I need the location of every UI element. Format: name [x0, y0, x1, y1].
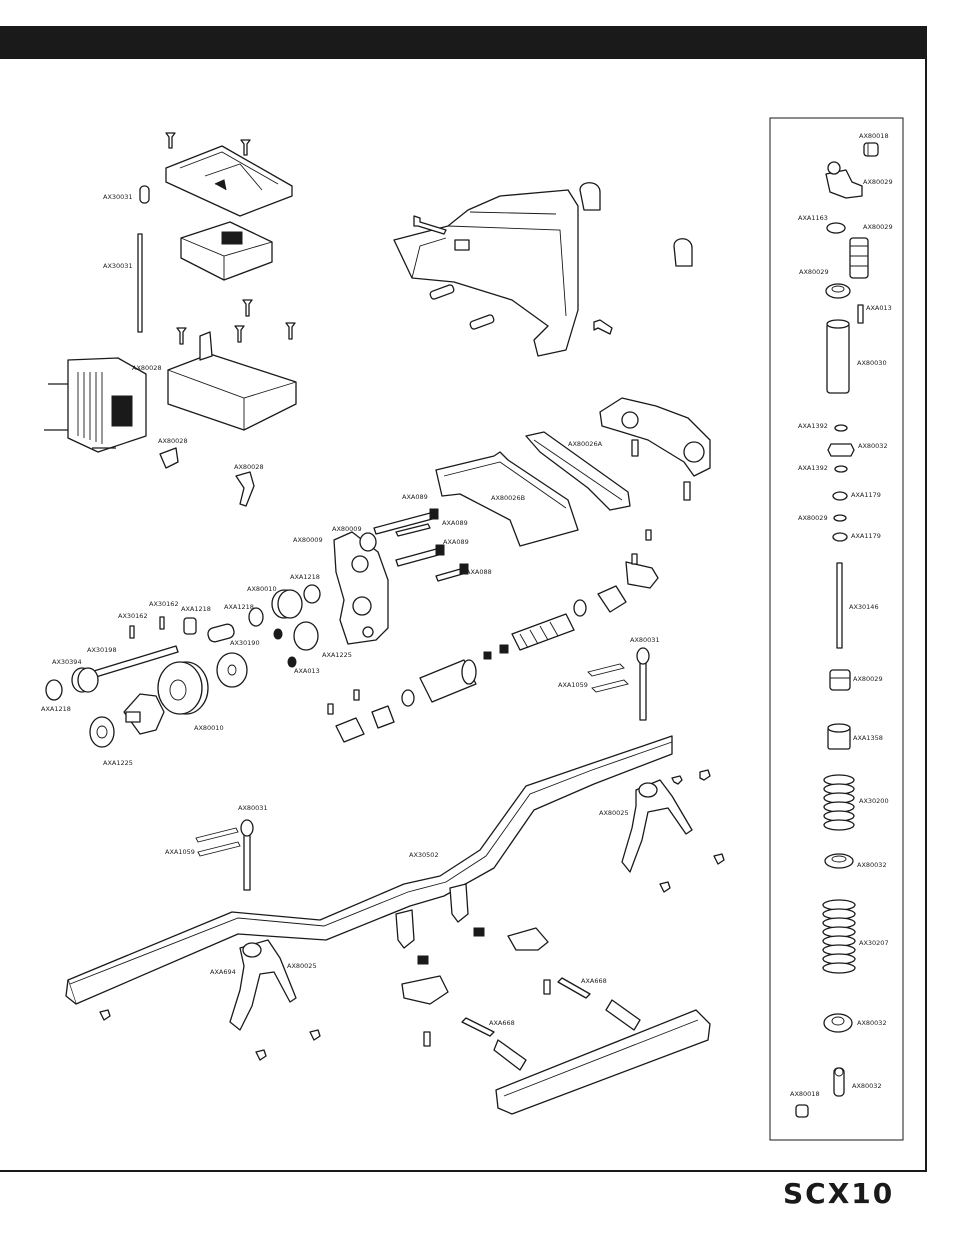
- chassis-rail-assembly: [65, 735, 725, 1115]
- label-ax30146: AX30146: [849, 603, 879, 611]
- label-ax80032-nut: AX80032: [858, 442, 888, 450]
- label-axa668-b: AXA668: [489, 1019, 515, 1027]
- label-ax80028-clip-a: AX80028: [158, 437, 188, 445]
- label-axa668-a: AXA668: [581, 977, 607, 985]
- scx10-logo: SCX10: [783, 1178, 894, 1208]
- label-axa089-b: AXA089: [442, 519, 468, 527]
- label-ax80009-b: AX80009: [293, 536, 323, 544]
- label-ax80010-bottom: AX80010: [194, 724, 224, 732]
- label-ax80026b: AX80026B: [491, 494, 525, 502]
- label-ax80029-cap: AX80029: [863, 223, 893, 231]
- label-axa1218-d: AXA1218: [41, 705, 71, 713]
- right-border-rule: [925, 26, 927, 1172]
- label-axa1218-b: AXA1218: [181, 605, 211, 613]
- label-ax80032-lower: AX80032: [857, 1019, 887, 1027]
- label-axa1225-a: AXA1225: [322, 651, 352, 659]
- label-ax30162-b: AX30162: [118, 612, 148, 620]
- label-ax80031-a: AX80031: [630, 636, 660, 644]
- label-ax30502: AX30502: [409, 851, 439, 859]
- label-ax80029-collar: AX80029: [853, 675, 883, 683]
- label-ax80029-piston: AX80029: [798, 514, 828, 522]
- label-axa1163: AXA1163: [798, 214, 828, 222]
- label-ax80025-front: AX80025: [599, 809, 629, 817]
- label-axa013-shock: AXA013: [866, 304, 892, 312]
- label-ax80028-tray: AX80028: [132, 364, 162, 372]
- label-ax80009-a: AX80009: [332, 525, 362, 533]
- label-ax30394: AX30394: [52, 658, 82, 666]
- label-ax80032-cup: AX80032: [857, 861, 887, 869]
- label-ax30207: AX30207: [859, 939, 889, 947]
- label-axa089-a: AXA089: [402, 493, 428, 501]
- label-ax80029-nut: AX80029: [799, 268, 829, 276]
- label-ax30198: AX30198: [87, 646, 117, 654]
- logo-wordmark: SCX10: [783, 1178, 894, 1208]
- driveshaft-assembly: [327, 529, 659, 743]
- label-ax30031-pin: AX30031: [103, 262, 133, 270]
- label-ax80010-top: AX80010: [247, 585, 277, 593]
- bumper-mount-assembly: [393, 182, 693, 357]
- label-axa1392-b: AXA1392: [798, 464, 828, 472]
- label-axa1059-b: AXA1059: [165, 848, 195, 856]
- footer-rule: [0, 1170, 927, 1172]
- label-axa1218-c: AXA1218: [224, 603, 254, 611]
- label-ax80025-rear: AX80025: [287, 962, 317, 970]
- label-ax80029-mount: AX80029: [863, 178, 893, 186]
- label-axa1179-a: AXA1179: [851, 491, 881, 499]
- receiver-box-assembly: [44, 132, 297, 507]
- label-axa1358: AXA1358: [853, 734, 883, 742]
- label-ax80018-top: AX80018: [859, 132, 889, 140]
- label-ax80031-b: AX80031: [238, 804, 268, 812]
- label-ax80030: AX80030: [857, 359, 887, 367]
- label-ax30190: AX30190: [230, 639, 260, 647]
- shock-parts: [795, 142, 879, 1118]
- label-axa1225-b: AXA1225: [103, 759, 133, 767]
- label-axa1218-a: AXA1218: [290, 573, 320, 581]
- label-axa1392-a: AXA1392: [798, 422, 828, 430]
- label-axa1179-b: AXA1179: [851, 532, 881, 540]
- label-axa1059-a: AXA1059: [558, 681, 588, 689]
- label-ax80026a: AX80026A: [568, 440, 603, 448]
- transmission-assembly: [45, 531, 389, 748]
- label-ax80032-rodend: AX80032: [852, 1082, 882, 1090]
- label-ax80028-clip-b: AX80028: [234, 463, 264, 471]
- label-ax80018-bottom: AX80018: [790, 1090, 820, 1098]
- shock-parts-panel: [769, 117, 904, 1141]
- label-ax30031-cap: AX30031: [103, 193, 133, 201]
- header-bar: [0, 26, 926, 59]
- skid-brace-assembly: [373, 397, 711, 582]
- label-ax30200: AX30200: [859, 797, 889, 805]
- label-axa088: AXA088: [466, 568, 492, 576]
- label-ax30162-a: AX30162: [149, 600, 179, 608]
- body-post-assembly: [195, 647, 650, 891]
- label-axa089-c: AXA089: [443, 538, 469, 546]
- label-axa694: AXA694: [210, 968, 236, 976]
- label-axa013: AXA013: [294, 667, 320, 675]
